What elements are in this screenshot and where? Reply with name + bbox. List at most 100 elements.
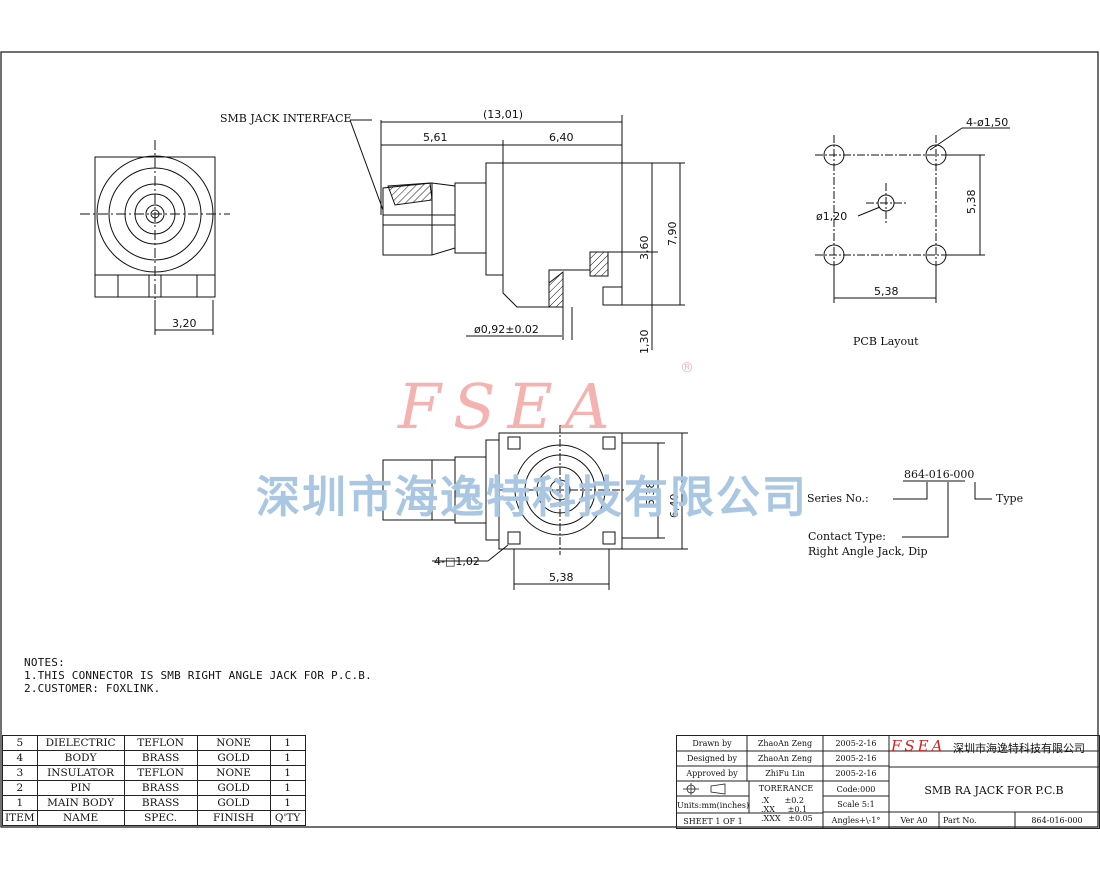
sheet-label: SHEET 1 OF 1 [683,817,743,826]
bom-header-finish: FINISH [196,810,271,826]
notes-title: NOTES: [24,656,65,669]
dim-5-38-bottom-h: 5,38 [549,571,574,584]
approved-label: Approved by [686,769,738,778]
designed-name: ZhaoAn Zeng [757,754,813,763]
bom-header-spec: SPEC. [123,810,198,826]
part-no-value: 864-016-000 [1031,816,1083,825]
bom-cell-finish: GOLD [196,795,271,811]
bom-cell-item: 5 [2,735,38,751]
bom-cell-item: 3 [2,765,38,781]
dim-6-40-top: 6,40 [549,131,574,144]
note-2: 2.CUSTOMER: FOXLINK. [24,682,161,695]
approved-date: 2005-2-16 [835,769,877,778]
bom-cell-spec: TEFLON [123,735,198,751]
dim-1-20: ø1,20 [816,210,847,223]
bom-cell-finish: GOLD [196,780,271,796]
bom-cell-spec: BRASS [123,795,198,811]
dim-hole-4x: 4-ø1,50 [966,116,1008,129]
bom-cell-qty: 1 [269,750,306,766]
notes-block: NOTES: 1.THIS CONNECTOR IS SMB RIGHT ANG… [24,656,372,695]
bom-header-row: ITEM NAME SPEC. FINISH Q'TY [2,810,306,826]
dim-pin-diameter: ø0,92±0.02 [474,323,539,336]
title-block: Drawn by ZhaoAn Zeng 2005-2-16 Designed … [676,735,1100,829]
bom-cell-spec: TEFLON [123,765,198,781]
part-number-callout: 864-016-000 [904,468,974,481]
dim-5-38-pcb-h: 5,38 [874,285,899,298]
side-view [349,115,685,350]
drawing-border [0,51,1099,828]
pcb-layout [815,127,1010,303]
dim-3-60: 3,60 [638,236,651,261]
bom-cell-qty: 1 [269,765,306,781]
scale-label: Scale 5:1 [837,800,875,809]
bom-cell-item: 2 [2,780,38,796]
designed-label: Designed by [686,754,738,763]
title-block-grid [677,736,1099,828]
tol-xx: .XX ±0.1 [761,805,808,814]
bom-cell-finish: NONE [196,765,271,781]
dim-5-61: 5,61 [423,131,448,144]
dim-3-20: 3,20 [172,317,197,330]
watermark-logo: FSEA [397,370,622,443]
watermark-company: 深圳市海逸特科技有限公司 [256,472,808,523]
pcb-layout-caption: PCB Layout [853,335,919,348]
bom-cell-name: MAIN BODY [36,795,125,811]
smb-interface-label: SMB JACK INTERFACE [220,112,352,125]
drawn-name: ZhaoAn Zeng [757,739,813,748]
drawn-label: Drawn by [692,739,732,748]
bom-header-item: ITEM [2,810,38,826]
type-label: Type [996,492,1023,505]
tolerance-label: TORERANCE [758,784,814,793]
tol-x: .X ±0.2 [761,796,804,805]
drawing-title: SMB RA JACK FOR P.C.B [924,784,1064,797]
dim-square-1-02: 4-□1,02 [434,555,480,568]
dim-7-90: 7,90 [666,222,679,247]
note-1: 1.THIS CONNECTOR IS SMB RIGHT ANGLE JACK… [24,669,372,682]
bom-header-qty: Q'TY [269,810,306,826]
designed-date: 2005-2-16 [835,754,877,763]
series-label: Series No.: [807,492,869,505]
dim-13-01: (13,01) [483,108,523,121]
part-no-label: Part No. [943,816,977,825]
contact-type-desc: Right Angle Jack, Dip [808,545,928,558]
front-view [80,140,230,335]
bom-header-name: NAME [36,810,125,826]
dim-6-40-bottom-v: 6,40 [668,494,681,519]
bottom-view [382,425,688,590]
bom-cell-finish: NONE [196,735,271,751]
units-label: Units:mm(inches) [677,801,750,810]
bom-cell-qty: 1 [269,735,306,751]
dim-5-38-pcb-v: 5,38 [965,190,978,215]
version-label: Ver A0 [900,816,928,825]
part-callout-lines [893,480,992,538]
bom-cell-name: DIELECTRIC [36,735,125,751]
drawn-date: 2005-2-16 [835,739,877,748]
dim-1-30: 1,30 [638,330,651,355]
angles-label: Angles+\-1° [831,816,881,825]
title-block-company: 深圳市海逸特科技有限公司 [953,742,1085,755]
bom-cell-finish: GOLD [196,750,271,766]
contact-type-label: Contact Type: [808,530,886,543]
bom-cell-name: BODY [36,750,125,766]
approved-name: ZhiFu Lin [765,769,805,778]
bom-cell-spec: BRASS [123,780,198,796]
watermark-registered: ® [680,360,694,376]
bom-cell-qty: 1 [269,780,306,796]
bom-cell-name: PIN [36,780,125,796]
tol-xxx: .XXX ±0.05 [761,814,813,823]
dim-5-38-bottom-v: 5,38 [644,482,657,507]
bom-cell-name: INSULATOR [36,765,125,781]
bom-cell-qty: 1 [269,795,306,811]
title-block-logo: FSEA [891,737,946,755]
bom-cell-item: 1 [2,795,38,811]
code-label: Code:000 [836,785,876,794]
bom-cell-item: 4 [2,750,38,766]
bom-cell-spec: BRASS [123,750,198,766]
